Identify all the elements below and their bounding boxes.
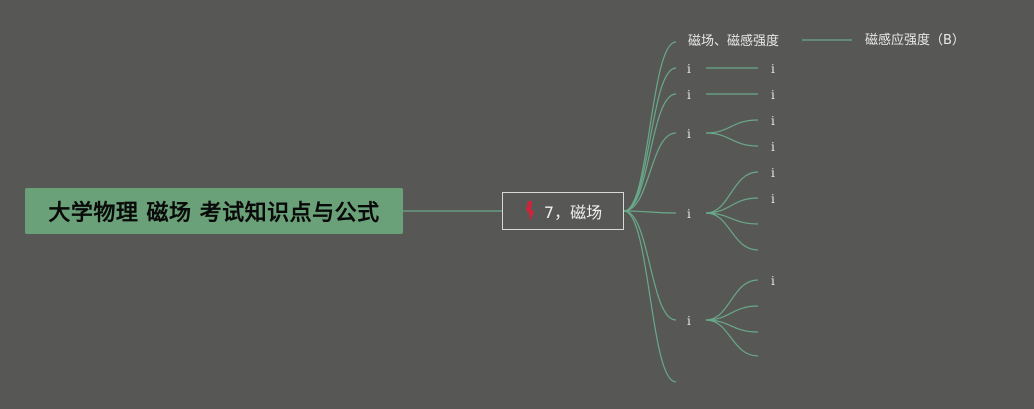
link-b4-c2 xyxy=(705,132,759,147)
branch-2-child[interactable]: i xyxy=(771,62,775,76)
branch-6-label[interactable]: i xyxy=(687,314,691,328)
link-topic-b7 xyxy=(623,210,677,383)
link-b6-c2 xyxy=(705,305,759,321)
link-b5-c2 xyxy=(705,197,759,214)
link-topic-b1 xyxy=(623,41,677,212)
branch-5-label[interactable]: i xyxy=(687,207,691,221)
link-b4-c1 xyxy=(705,119,759,134)
branch-5-child-1[interactable]: i xyxy=(771,166,775,180)
branch-4-child-2[interactable]: i xyxy=(771,140,775,154)
link-topic-b4 xyxy=(623,132,677,212)
branch-magnetic-induction[interactable]: 磁感应强度（B） xyxy=(865,33,965,48)
root-topic[interactable]: 大学物理 磁场 考试知识点与公式 xyxy=(25,188,403,234)
root-title: 大学物理 磁场 考试知识点与公式 xyxy=(48,201,380,226)
branch-3-label[interactable]: i xyxy=(687,88,691,102)
link-b6-c4 xyxy=(705,319,759,357)
branch-2-label[interactable]: i xyxy=(687,62,691,76)
branch-magnetic-field[interactable]: 磁场、磁感强度 xyxy=(688,34,780,49)
link-b5-c1 xyxy=(705,171,759,214)
main-topic-label: 7，磁场 xyxy=(543,203,603,222)
link-b5-c4 xyxy=(705,212,759,251)
branch-5-child-2[interactable]: i xyxy=(771,192,775,206)
branch-4-child-1[interactable]: i xyxy=(771,114,775,128)
branch-4-label[interactable]: i xyxy=(687,127,691,141)
link-b6-c1 xyxy=(705,279,759,321)
link-topic-b6 xyxy=(623,210,677,321)
branch-6-child-1[interactable]: i xyxy=(771,274,775,288)
branch-3-child[interactable]: i xyxy=(771,88,775,102)
link-topic-b2 xyxy=(623,67,677,212)
main-topic-node[interactable]: 7，磁场 xyxy=(502,192,624,230)
red-bookmark-icon xyxy=(525,201,534,221)
link-topic-b3 xyxy=(623,93,677,212)
link-topic-b5 xyxy=(623,210,677,214)
